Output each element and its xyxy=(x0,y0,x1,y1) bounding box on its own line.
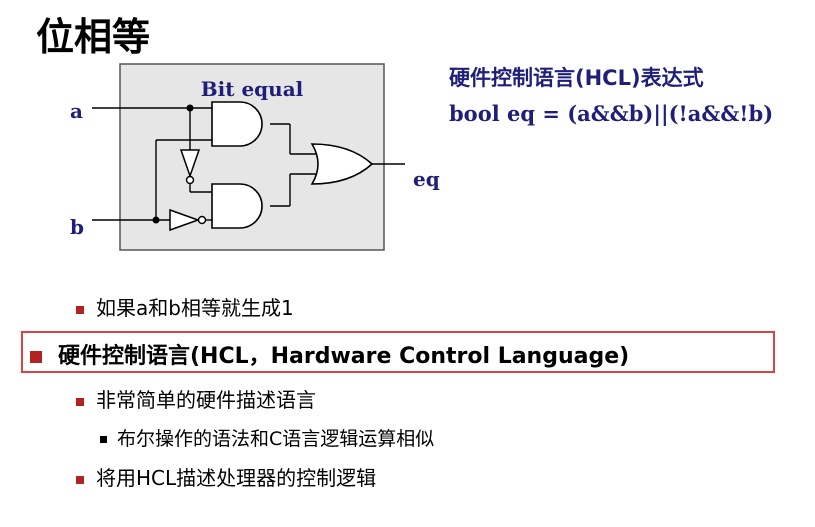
bullet-item-2-highlighted: 硬件控制语言(HCL，Hardware Control Language) xyxy=(30,338,629,370)
diagram-label: Bit equal xyxy=(201,77,304,101)
bullet-text: 硬件控制语言(HCL，Hardware Control Language) xyxy=(58,344,630,369)
input-a-label: a xyxy=(70,99,83,123)
bullet-text: 如果a和b相等就生成1 xyxy=(96,296,294,320)
bullet-item-1: 如果a和b相等就生成1 xyxy=(76,292,294,321)
junction-b xyxy=(152,216,160,224)
bullet-item-4: 将用HCL描述处理器的控制逻辑 xyxy=(76,462,376,491)
bullet-marker xyxy=(76,475,84,484)
bullet-item-3-sub: 布尔操作的语法和C语言逻辑运算相似 xyxy=(100,424,434,451)
or-gate xyxy=(310,143,374,185)
output-eq-label: eq xyxy=(413,167,440,191)
not-gate-b xyxy=(169,208,201,232)
not-gate-a-bubble xyxy=(185,175,195,185)
and-gate-lower xyxy=(211,183,263,229)
bullet-marker xyxy=(30,351,42,363)
bullet-marker xyxy=(76,305,84,314)
bullet-text: 布尔操作的语法和C语言逻辑运算相似 xyxy=(117,428,435,450)
hcl-expression: bool eq = (a&&b)||(!a&&!b) xyxy=(449,101,774,126)
input-b-label: b xyxy=(70,215,84,239)
not-gate-b-bubble xyxy=(197,215,207,225)
bullet-item-3: 非常简单的硬件描述语言 xyxy=(76,384,316,413)
junction-a xyxy=(186,104,194,112)
bullet-marker xyxy=(76,397,84,406)
slide-title: 位相等 xyxy=(36,15,151,59)
bullet-text: 将用HCL描述处理器的控制逻辑 xyxy=(96,466,377,490)
not-gate-a xyxy=(179,149,201,179)
hcl-heading: 硬件控制语言(HCL)表达式 xyxy=(449,66,704,90)
bit-equal-circuit-diagram: Bit equal a b eq xyxy=(70,63,440,251)
and-gate-upper xyxy=(211,101,263,147)
bullet-text: 非常简单的硬件描述语言 xyxy=(96,388,316,412)
highlight-box xyxy=(21,331,775,373)
sub-bullet-marker xyxy=(100,436,107,443)
